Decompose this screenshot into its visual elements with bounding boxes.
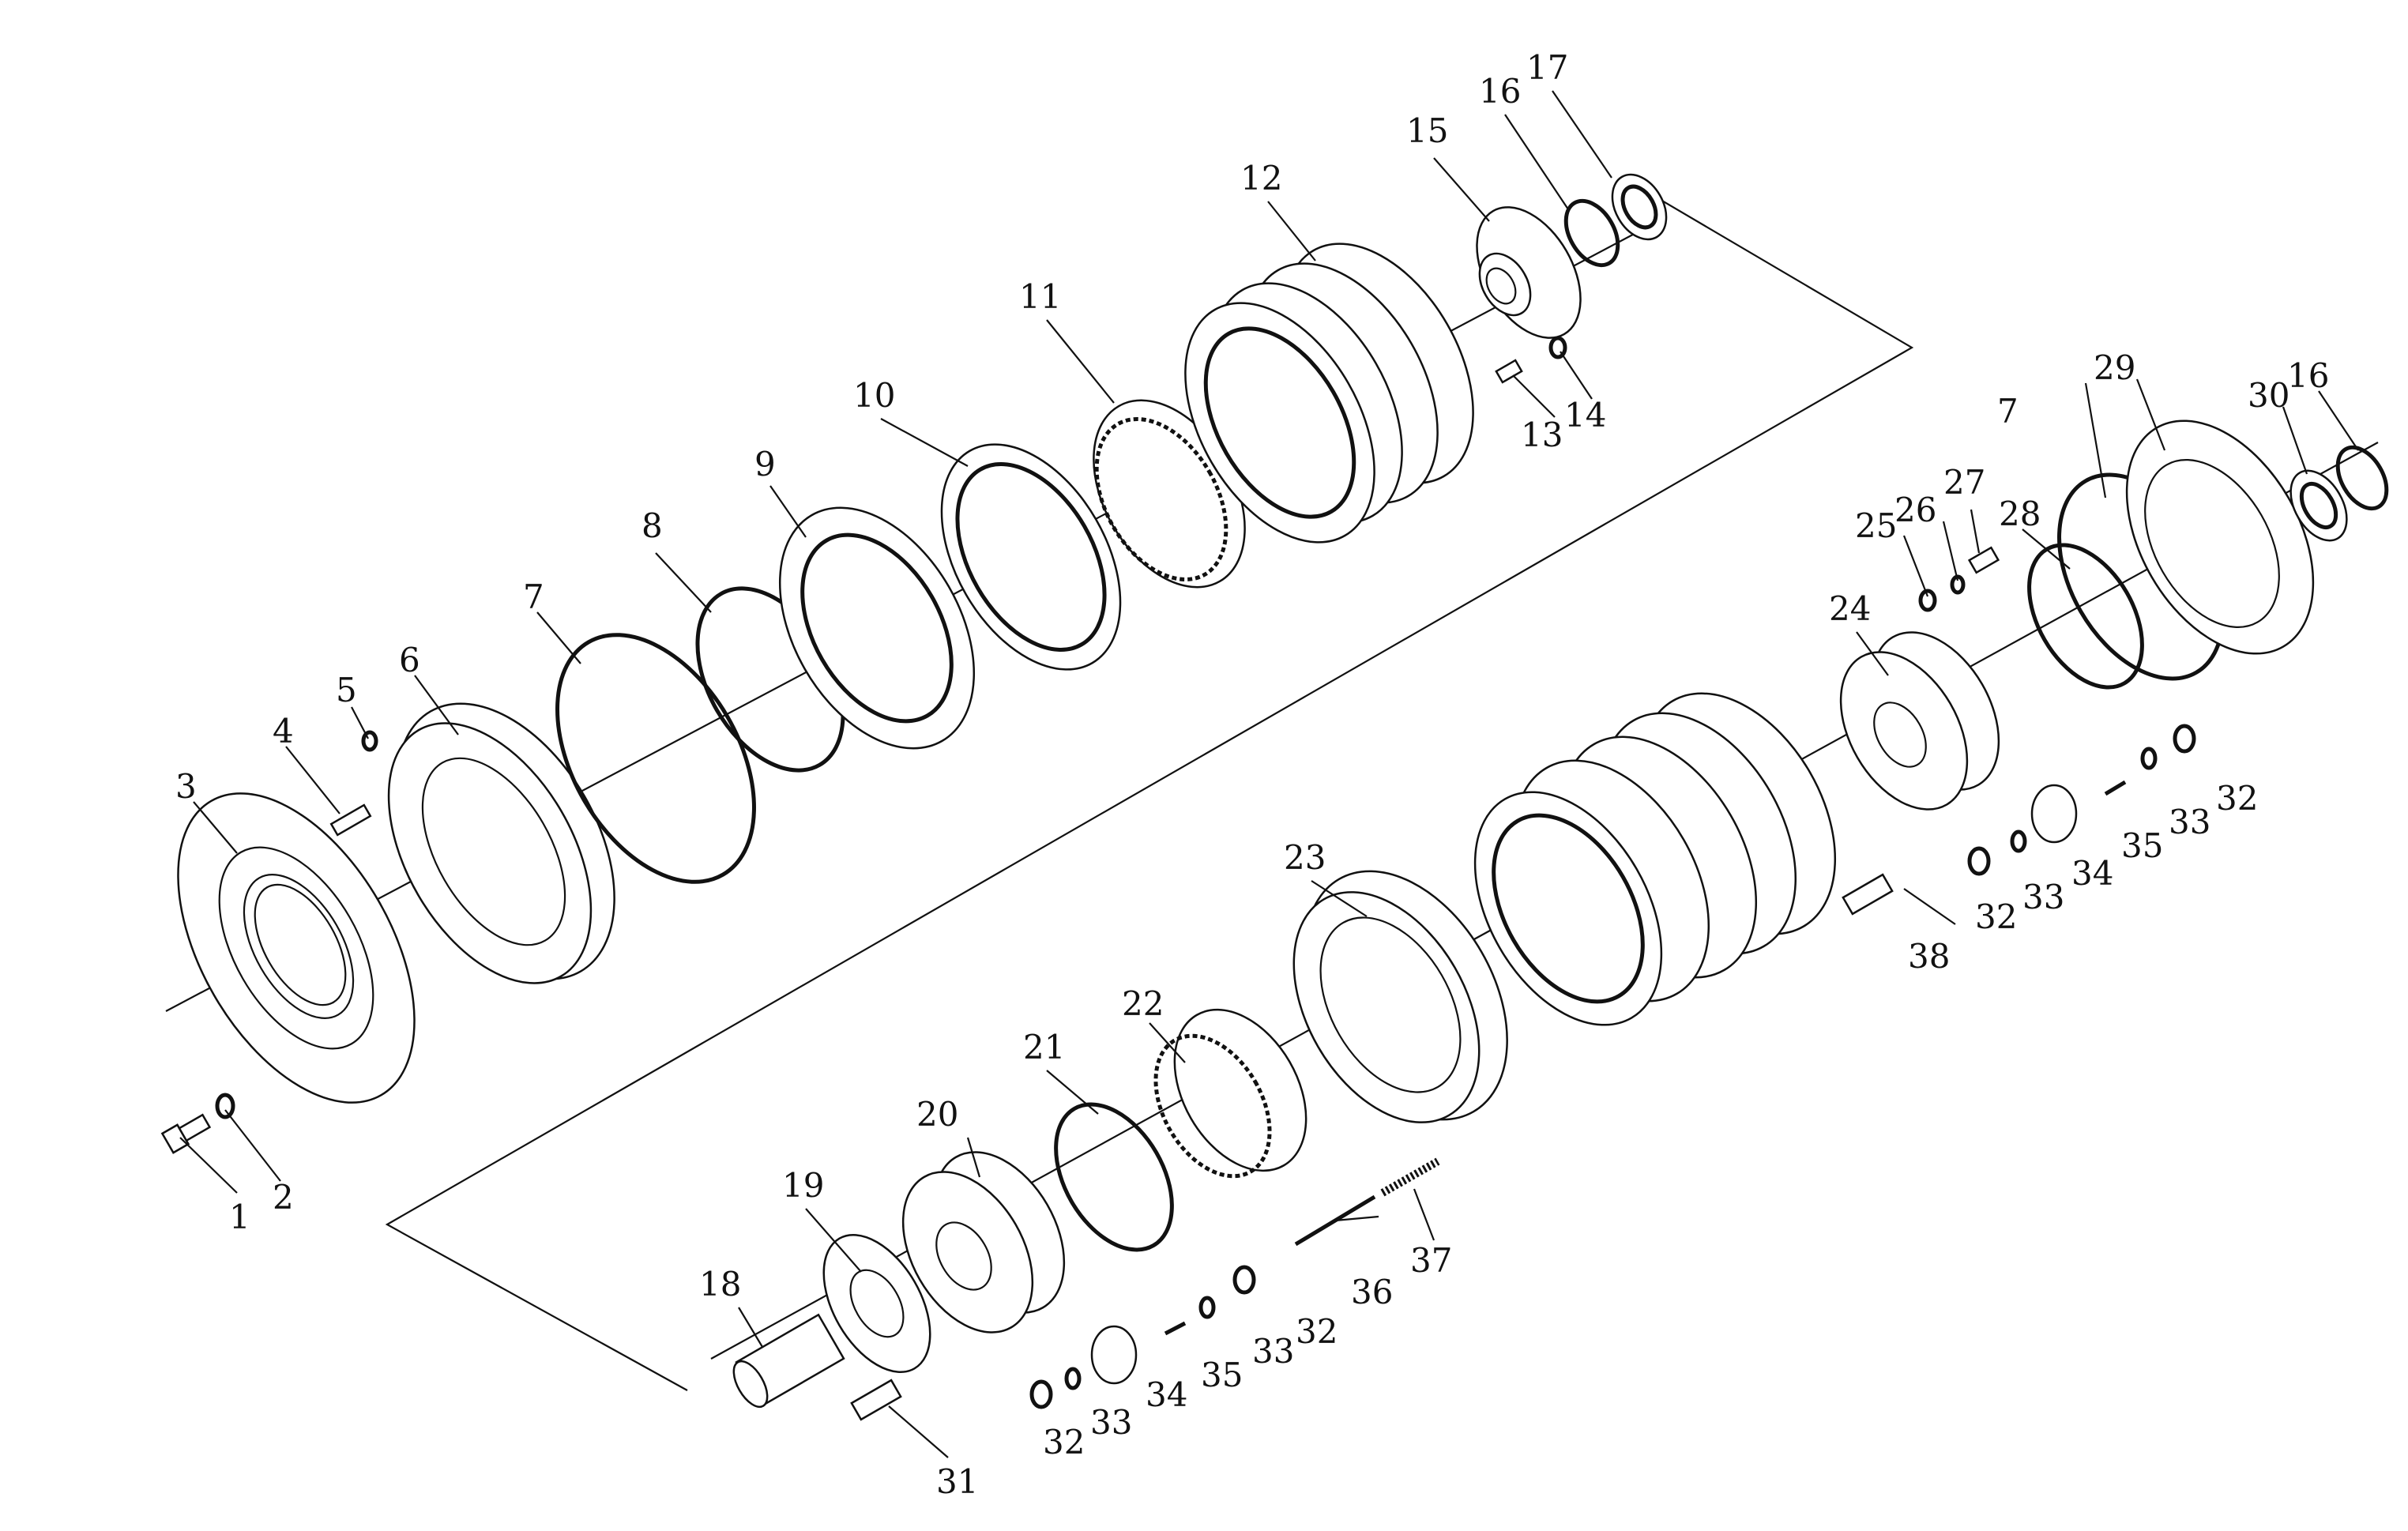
part-4-pin (329, 803, 372, 837)
callout-label: 16 (2287, 356, 2329, 395)
part-17-bearing (1611, 173, 1668, 241)
callout-label: 34 (2071, 854, 2113, 893)
part-18-spline-shaft (732, 1313, 845, 1409)
callout-label: 33 (1090, 1403, 1132, 1442)
callout-label: 9 (754, 445, 776, 483)
callout-label: 17 (1526, 48, 1568, 87)
callout-labels: 1 2 3 4 5 6 7 8 9 10 11 12 13 14 15 16 1… (175, 48, 2329, 1501)
part-29-cover (2125, 419, 2315, 655)
callout-label: 33 (2169, 803, 2210, 841)
callout-label: 37 (1410, 1241, 1452, 1280)
callout-label: 1 (229, 1198, 250, 1236)
callout-label: 19 (782, 1166, 824, 1205)
callout-label: 20 (916, 1095, 958, 1134)
part-26-washer (1950, 574, 1966, 595)
part-20-planet-carrier (901, 1151, 1066, 1334)
callout-label: 34 (1146, 1375, 1187, 1414)
callout-label: 14 (1564, 396, 1606, 434)
callout-label: 2 (273, 1178, 294, 1217)
part-3-flange-housing (177, 792, 416, 1104)
callout-label: 30 (2248, 376, 2289, 415)
callout-label: 35 (2121, 826, 2163, 865)
part-16-snap-ring-lower (2335, 445, 2389, 511)
part-12-clutch-pack (1184, 243, 1474, 544)
leader-lines (179, 90, 2359, 1458)
callout-label: 33 (1252, 1332, 1294, 1371)
part-25-washer (1918, 589, 1937, 612)
lower-clutch-pack (1473, 692, 1837, 1026)
part-23-piston-housing (1292, 870, 1508, 1123)
part-9-piston (778, 506, 976, 750)
callout-label: 32 (2216, 779, 2258, 818)
callout-label: 10 (853, 376, 895, 415)
callout-label: 33 (2022, 878, 2064, 916)
callout-label: 6 (399, 641, 420, 679)
callout-label: 31 (936, 1462, 978, 1501)
callout-label: 28 (1999, 495, 2041, 533)
callout-label: 7 (523, 577, 544, 616)
part-13-screw (1495, 359, 1523, 384)
callout-label: 32 (1043, 1423, 1085, 1461)
callout-label: 16 (1479, 72, 1521, 111)
planet-gear-set-left (1029, 1265, 1256, 1409)
callout-label: 38 (1908, 937, 1950, 976)
callout-label: 29 (2094, 348, 2135, 387)
part-16-snap-ring (1563, 198, 1620, 268)
callout-label: 24 (1829, 589, 1871, 628)
callout-label: 8 (642, 506, 663, 545)
callout-label: 11 (1019, 277, 1061, 316)
part-7-o-ring (555, 633, 756, 884)
part-31-pin (850, 1379, 902, 1421)
part-19-thrust-plate (822, 1234, 931, 1373)
part-37-spring (1380, 1157, 1440, 1197)
callout-label: 25 (1855, 506, 1897, 545)
callout-label: 18 (699, 1265, 741, 1303)
part-2-washer (215, 1093, 235, 1119)
planet-gear-set-right (1967, 724, 2196, 876)
part-15-hub (1476, 206, 1582, 339)
callout-label: 7 (1997, 392, 2019, 431)
part-38-pin (1842, 873, 1894, 916)
callout-label: 26 (1894, 491, 1936, 529)
part-5-washer (361, 730, 378, 752)
callout-label: 13 (1521, 416, 1563, 454)
callout-label: 21 (1023, 1028, 1065, 1066)
part-14-washer (1548, 336, 1567, 359)
callout-label: 32 (1296, 1312, 1338, 1351)
callout-label: 32 (1975, 897, 2017, 936)
callout-label: 27 (1943, 463, 1985, 502)
callout-label: 22 (1122, 984, 1164, 1023)
callout-label: 23 (1284, 838, 1326, 877)
part-1-bolt (160, 1113, 212, 1154)
part-21-snap-ring (1054, 1102, 1174, 1252)
callout-label: 3 (175, 767, 197, 806)
part-22-ring-gear (1153, 1008, 1307, 1179)
part-24-planet-carrier (1839, 631, 2000, 811)
part-27-screw (1967, 546, 2000, 574)
part-30-bearing (2289, 469, 2348, 542)
callout-label: 5 (336, 671, 357, 709)
callout-label: 36 (1351, 1273, 1393, 1311)
callout-label: 4 (273, 712, 294, 750)
callout-label: 35 (1201, 1356, 1243, 1394)
part-6-piston-housing (387, 702, 615, 984)
part-10-clutch-plate (940, 443, 1122, 671)
callout-label: 15 (1406, 111, 1448, 150)
callout-label: 12 (1240, 159, 1282, 197)
